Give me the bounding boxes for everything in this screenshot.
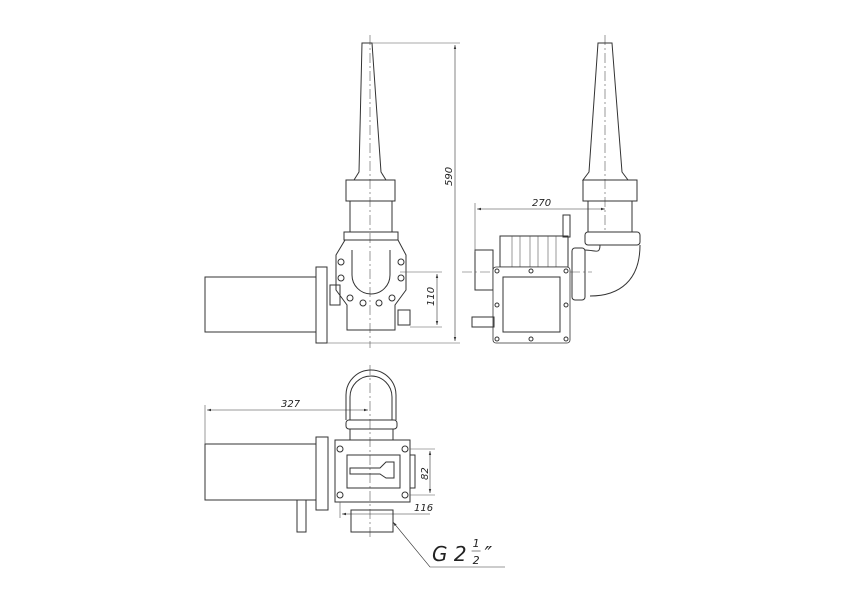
side-box-cover: [502, 276, 561, 333]
top-view: 327 82 116 G 2 1 2 ″: [204, 365, 505, 568]
side-coupling: [499, 235, 569, 268]
top-cable-gland: [296, 499, 307, 533]
dim-82-label: 82: [420, 467, 431, 480]
side-nozzle-nut: [582, 179, 638, 202]
side-box-screws: [494, 268, 569, 342]
thread-numerator: 1: [473, 537, 480, 550]
front-body-pipe: [349, 200, 393, 233]
dim-110-label: 110: [426, 287, 437, 306]
side-motor: [474, 249, 494, 291]
top-valve-disc: [349, 461, 395, 479]
top-valve-body: [334, 439, 411, 503]
thread-leader-line: [392, 521, 505, 568]
side-cable-gland: [471, 316, 495, 328]
side-elbow: [584, 244, 641, 297]
side-body-pipe: [587, 200, 633, 233]
dim-590-label: 590: [444, 167, 455, 186]
front-flange: [343, 231, 399, 241]
front-side-pipe: [204, 276, 317, 333]
side-coupling-ribs: [511, 236, 557, 267]
top-flange: [345, 419, 398, 430]
top-side-pipe: [204, 443, 317, 501]
front-right-fitting: [397, 309, 411, 326]
front-pipe-flange: [315, 266, 328, 344]
top-bolts: [336, 445, 409, 499]
top-outlet-thread: [350, 509, 394, 533]
side-flange: [584, 231, 641, 246]
front-nozzle-nut: [345, 179, 396, 202]
top-valve-chamber: [346, 454, 401, 489]
thread-denominator: 2: [473, 554, 480, 567]
front-bolts: [337, 258, 405, 307]
side-nozzle: [582, 42, 629, 181]
thread-suffix: ″: [485, 542, 493, 566]
top-pipe-flange: [315, 436, 329, 511]
front-view: 590 110: [204, 35, 460, 348]
side-view: 270: [462, 35, 641, 344]
side-box: [492, 266, 571, 344]
thread-callout: G 2 1 2 ″: [432, 537, 493, 567]
side-elbow-flange: [571, 247, 586, 301]
side-valve-stem: [562, 214, 571, 238]
thread-prefix: G 2: [432, 542, 467, 566]
top-elbow: [345, 369, 397, 420]
dim-116-label: 116: [414, 503, 433, 514]
front-valve-bore: [351, 250, 391, 295]
dim-327-label: 327: [281, 399, 301, 410]
front-valve-body: [335, 239, 407, 331]
dim-270-label: 270: [532, 198, 551, 209]
front-side-fitting: [329, 284, 341, 306]
